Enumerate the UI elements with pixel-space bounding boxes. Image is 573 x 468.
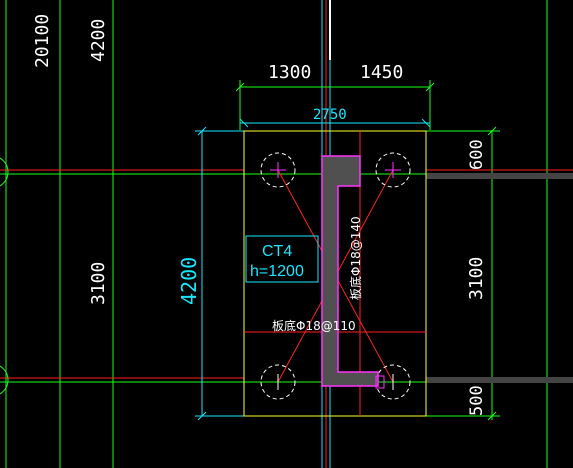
column-end-small: [375, 375, 385, 389]
cap-label[interactable]: CT4 h=1200: [245, 235, 319, 283]
dim-4200-left: 4200: [88, 19, 109, 62]
piles: [260, 152, 411, 400]
dim-20100: 20100: [32, 14, 53, 68]
dim-1450: 1450: [360, 62, 403, 83]
cap-height-dimension: 4200: [177, 126, 244, 421]
pile-bottom-left: [260, 364, 296, 400]
pile-top-right: [375, 152, 411, 188]
pile-bottom-right: [375, 364, 411, 400]
rebar-bottom-y-label: 板底Φ18@140: [348, 216, 363, 300]
dim-3100-left: 3100: [88, 262, 109, 305]
dim-3100-right: 3100: [466, 257, 487, 300]
cap-id: CT4: [262, 243, 292, 260]
rebar-bottom-x-label: 板底Φ18@110: [272, 318, 356, 333]
cap-height: h=1200: [250, 263, 304, 280]
dim-4200-cap: 4200: [177, 257, 201, 305]
top-dimensions: 1300 1450 2750: [235, 62, 435, 130]
dim-600: 600: [467, 139, 487, 170]
right-dimensions: 600 3100 500: [426, 126, 500, 421]
pile-cap-outline[interactable]: [243, 130, 427, 417]
dim-500: 500: [467, 385, 487, 416]
left-dimensions: 20100 4200 3100: [32, 14, 109, 305]
pile-top-left: [260, 152, 296, 188]
dim-1300: 1300: [268, 62, 311, 83]
dim-2750: 2750: [313, 107, 347, 123]
column-wall[interactable]: [321, 155, 379, 387]
